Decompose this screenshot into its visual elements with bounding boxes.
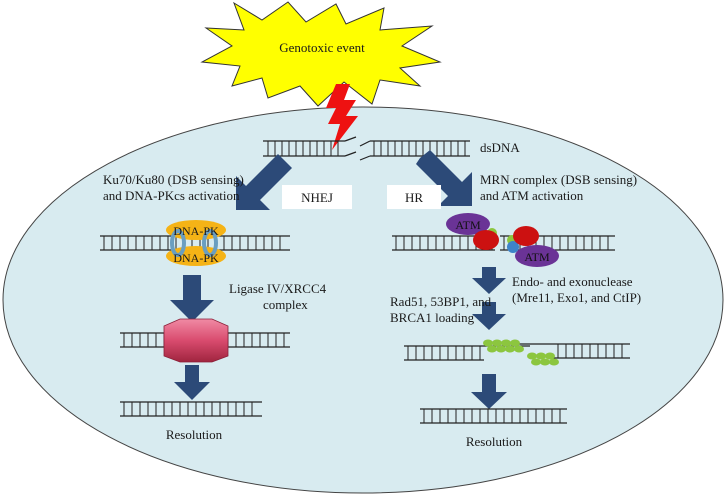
mrn-blue-bottom [507, 241, 519, 253]
atm-top-blob [446, 213, 490, 235]
ligase-complex [163, 318, 229, 363]
arrow-left-down-2 [174, 365, 210, 400]
lightning-bolt [326, 84, 358, 150]
arrow-right-down-3 [471, 374, 507, 409]
nhej-sensing-line1: Ku70/Ku80 (DSB sensing) [103, 172, 244, 187]
arrow-right-diagonal [416, 150, 472, 206]
hr-dna-rad51 [404, 343, 630, 361]
dnapk-bottom-label: DNA-PK [173, 251, 219, 265]
nhej-label: NHEJ [301, 190, 333, 205]
cell-ellipse [2, 106, 724, 494]
nhej-sensing-line2: and DNA-PKcs activation [103, 188, 240, 203]
endo-line2: (Mre11, Exo1, and CtIP) [512, 290, 641, 305]
mrn-red-top [473, 230, 499, 250]
dsdna-broken [263, 136, 470, 161]
atm-bottom-label: ATM [524, 250, 550, 264]
hr-resolved-dna [420, 408, 567, 424]
mrn-red-bottom [513, 226, 539, 246]
dsdna-label: dsDNA [480, 140, 520, 155]
hr-sensing-line2: and ATM activation [480, 188, 584, 203]
ligase-line2: complex [263, 297, 308, 312]
resolution-left-label: Resolution [166, 427, 223, 442]
genotoxic-event-label: Genotoxic event [279, 40, 365, 55]
ligase-line1: Ligase IV/XRCC4 [229, 281, 327, 296]
atm-top-label: ATM [455, 218, 481, 232]
arrow-right-down-2 [472, 302, 506, 330]
resolution-right-label: Resolution [466, 434, 523, 449]
nhej-resolved-dna [120, 401, 262, 417]
endo-line1: Endo- and exonuclease [512, 274, 633, 289]
rad51-filament-right [527, 352, 559, 366]
arrow-right-down-1 [472, 267, 506, 294]
hr-label: HR [405, 190, 423, 205]
ku-ring-left [170, 229, 186, 257]
atm-bottom-blob [515, 245, 559, 267]
rad51-line1: Rad51, 53BP1, and [390, 294, 492, 309]
nhej-box [282, 185, 352, 209]
arrow-left-diagonal [236, 154, 292, 210]
genotoxic-burst [200, 1, 442, 107]
hr-sensing-line1: MRN complex (DSB sensing) [480, 172, 637, 187]
ku-ring-right [202, 229, 218, 257]
dnapk-top-label: DNA-PK [173, 224, 219, 238]
hr-box [387, 185, 441, 209]
rad51-line2: BRCA1 loading [390, 310, 475, 325]
rad51-filament-left [483, 339, 524, 353]
arrow-left-down-1 [170, 275, 214, 322]
